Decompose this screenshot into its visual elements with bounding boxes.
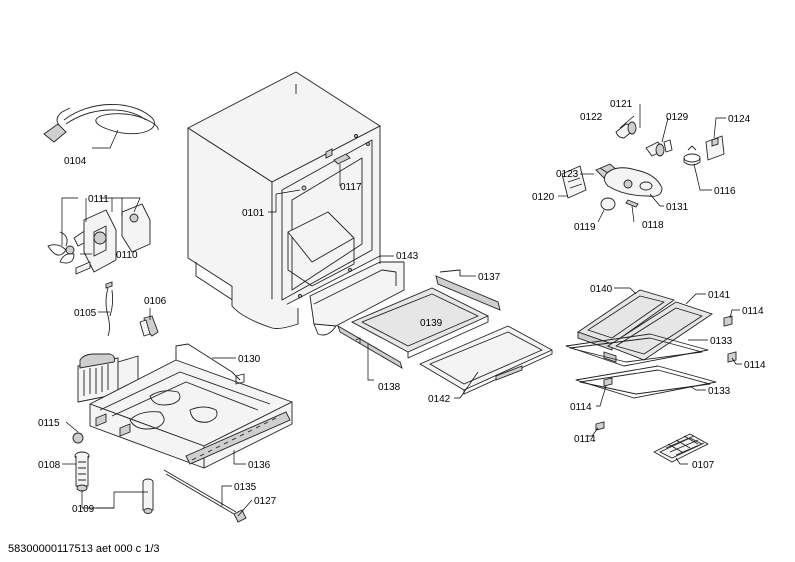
label-0138: 0138 (378, 382, 401, 393)
label-0115: 0115 (38, 418, 60, 429)
freezer-door-parts (565, 289, 737, 431)
cabinet-part (187, 71, 381, 329)
label-0120: 0120 (532, 192, 555, 203)
base-frame-part (77, 343, 293, 469)
label-0101: 0101 (242, 208, 265, 219)
document-footer: 58300000117513 aet 000 c 1/3 (8, 543, 160, 555)
label-0127: 0127 (254, 496, 277, 507)
label-0143: 0143 (396, 251, 419, 262)
label-0107: 0107 (692, 460, 715, 471)
part-labels: 0104 0111 0110 0106 0105 0130 0115 0108 … (38, 99, 766, 515)
label-0118: 0118 (642, 220, 664, 231)
rod-and-clip-part (163, 469, 247, 523)
cable-and-holder-part (105, 281, 159, 337)
light-unit-parts (561, 121, 725, 211)
label-0111: 0111 (88, 194, 109, 205)
label-0140: 0140 (590, 284, 613, 295)
label-0121: 0121 (610, 99, 633, 110)
label-0114-d: 0114 (574, 434, 596, 445)
label-0114-c: 0114 (570, 402, 592, 413)
ice-tray-part (653, 433, 709, 463)
label-0114-a: 0114 (742, 306, 764, 317)
label-0123: 0123 (556, 169, 579, 180)
label-0110: 0110 (116, 250, 138, 261)
glass-shelf-part (350, 287, 490, 359)
label-0139: 0139 (420, 318, 443, 329)
label-0122: 0122 (580, 112, 603, 123)
label-0105: 0105 (74, 308, 97, 319)
label-0114-b: 0114 (744, 360, 766, 371)
label-0141: 0141 (708, 290, 731, 301)
feet-part (72, 432, 154, 514)
label-0106: 0106 (144, 296, 167, 307)
label-0109: 0109 (72, 504, 95, 515)
leader-lines (61, 104, 742, 517)
label-0137: 0137 (478, 272, 501, 283)
label-0117: 0117 (340, 182, 362, 193)
label-0124: 0124 (728, 114, 751, 125)
label-0135: 0135 (234, 482, 257, 493)
label-0129: 0129 (666, 112, 689, 123)
power-cord-part (43, 104, 159, 143)
label-0104: 0104 (64, 156, 87, 167)
label-0142: 0142 (428, 394, 451, 405)
label-0133-a: 0133 (710, 336, 733, 347)
label-0119: 0119 (574, 222, 596, 233)
rail-part (435, 269, 501, 311)
shelf-part (419, 325, 553, 395)
label-0133-b: 0133 (708, 386, 731, 397)
label-0116: 0116 (714, 186, 736, 197)
fan-motor-part (47, 203, 151, 275)
label-0130: 0130 (238, 354, 261, 365)
label-0136: 0136 (248, 460, 271, 471)
label-0108: 0108 (38, 460, 61, 471)
label-0131: 0131 (666, 202, 689, 213)
rail-part-2 (337, 325, 403, 369)
